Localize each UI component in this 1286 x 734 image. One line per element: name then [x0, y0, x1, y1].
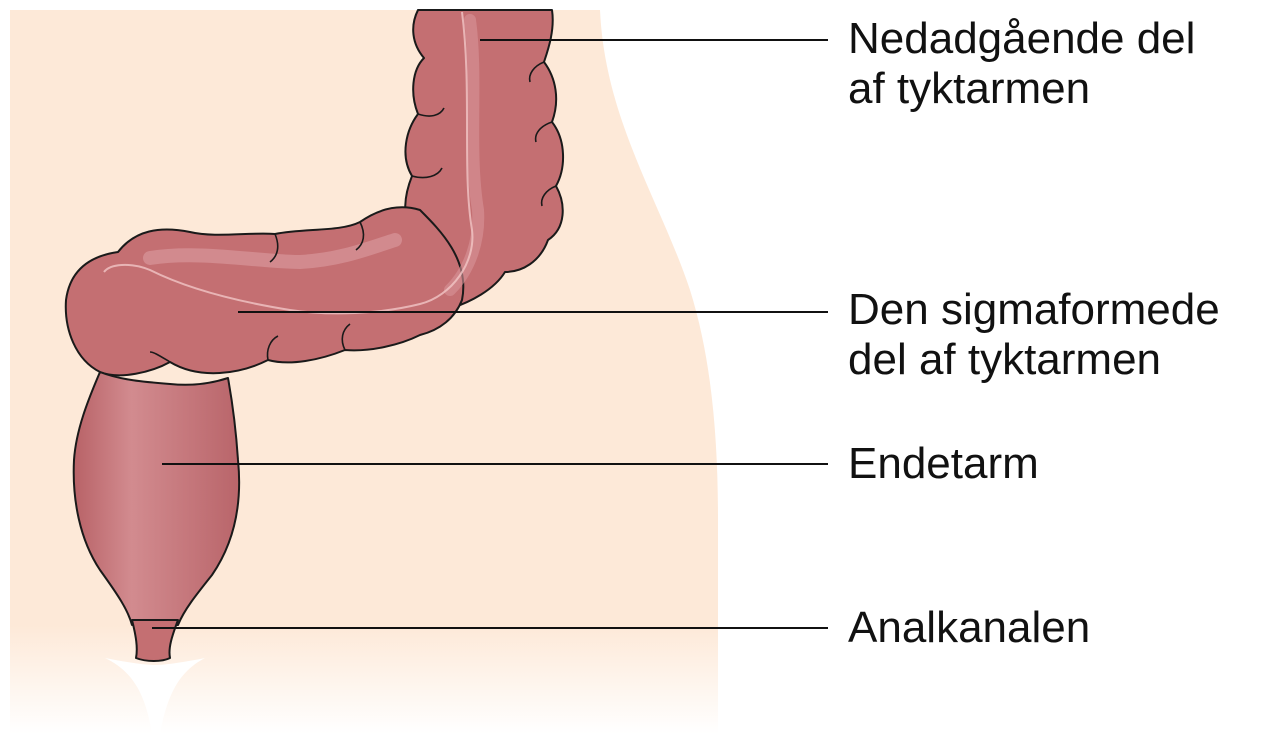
label-descending-colon-line2: af tyktarmen — [848, 64, 1195, 114]
label-rectum-line1: Endetarm — [848, 439, 1039, 489]
label-rectum: Endetarm — [848, 439, 1039, 489]
label-sigmoid-colon-line1: Den sigmaformede — [848, 285, 1220, 335]
label-anal-canal: Analkanalen — [848, 603, 1090, 653]
label-anal-canal-line1: Analkanalen — [848, 603, 1090, 653]
label-descending-colon: Nedadgående del af tyktarmen — [848, 14, 1195, 114]
label-sigmoid-colon: Den sigmaformede del af tyktarmen — [848, 285, 1220, 385]
label-descending-colon-line1: Nedadgående del — [848, 14, 1195, 64]
label-sigmoid-colon-line2: del af tyktarmen — [848, 335, 1220, 385]
